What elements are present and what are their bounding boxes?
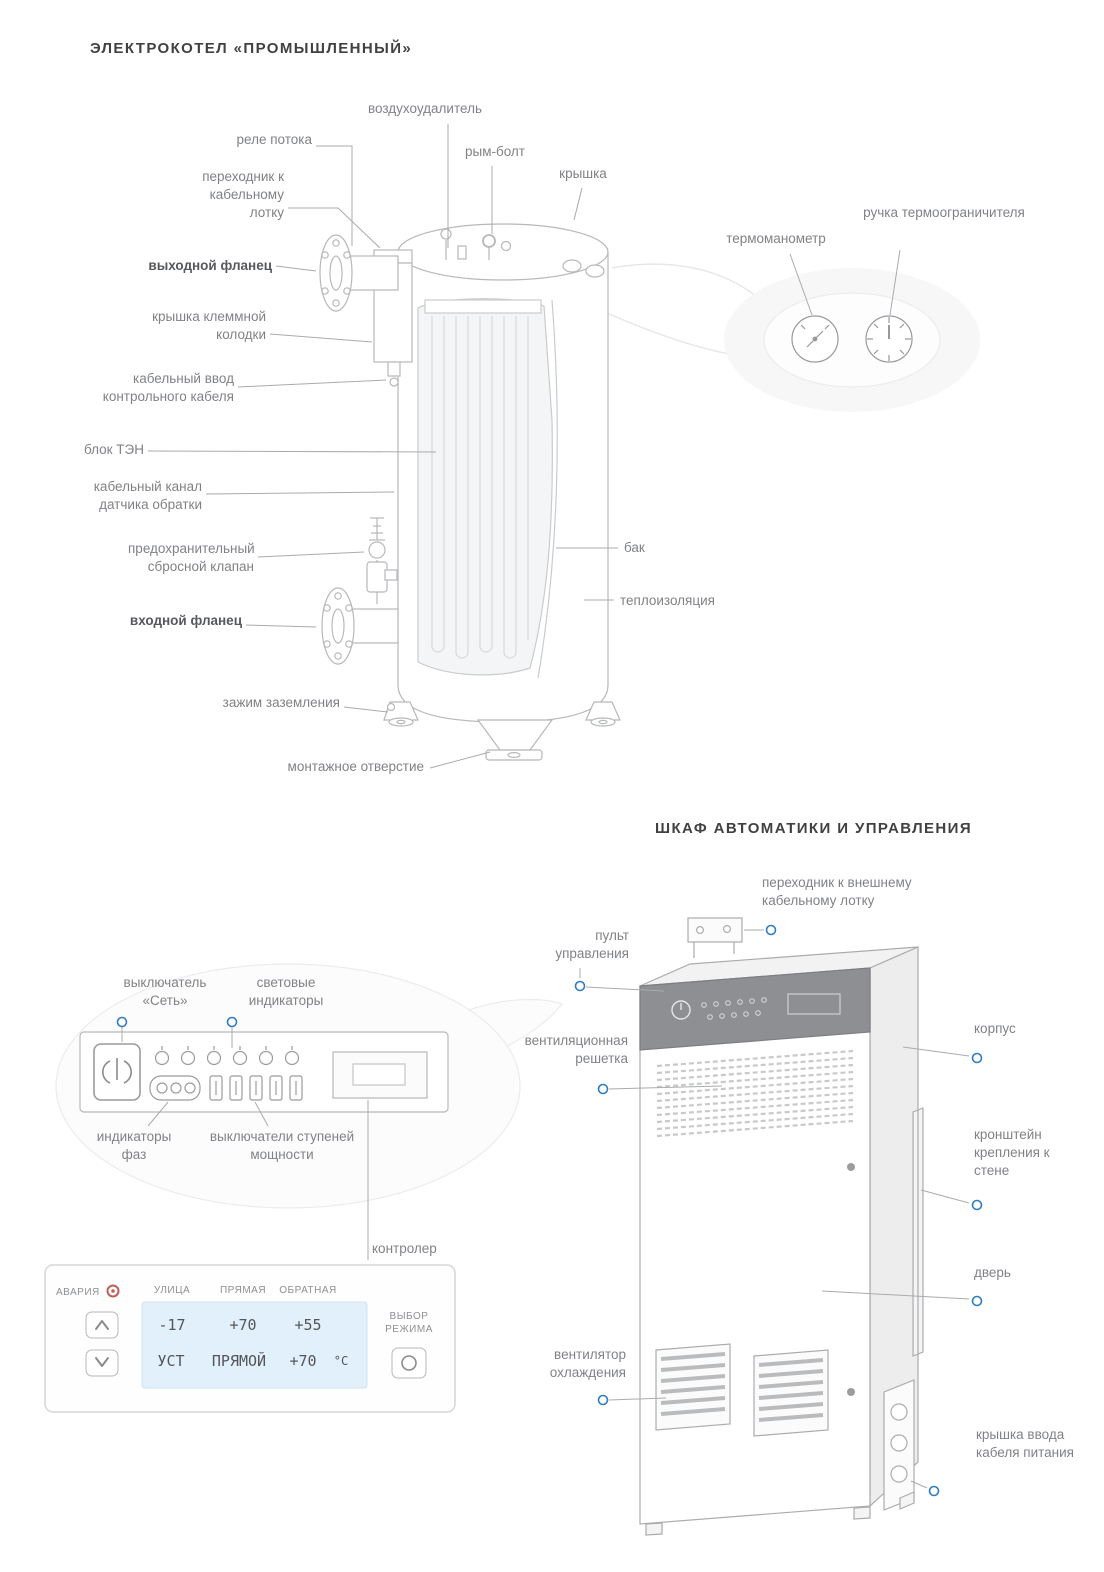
alarm-label: АВАРИЯ (56, 1287, 100, 1298)
mains-switch-icon (93, 1043, 141, 1101)
connector-dots (574, 924, 983, 1497)
label-air-vent: воздухоудалитель (368, 101, 482, 116)
thermomanometer-gauge-icon (791, 315, 839, 363)
panel-callout (55, 963, 563, 1260)
label-inlet-flange: входной фланец (129, 613, 242, 628)
mode-button-icon (401, 1355, 417, 1371)
controller-panel-drawing (44, 1264, 456, 1413)
label-limiter-handle: ручка термоограничителя (863, 205, 1025, 220)
mode-button-label: ВЫБОР РЕЖИМА (385, 1311, 433, 1335)
label-tank: бак (624, 540, 645, 555)
label-external-tray-adapter: переходник к внешнему кабельному лотку (762, 875, 912, 908)
safety-valve-icon (366, 517, 398, 604)
label-return-sensor-channel: кабельный канал датчика обратки (93, 479, 202, 512)
label-flow-relay: реле потока (236, 132, 312, 147)
ground-clamp-icon (386, 702, 396, 712)
door-lock-dot-2 (847, 1388, 855, 1396)
label-step-switches: выключатели ступеней мощности (209, 1129, 355, 1162)
label-insulation: теплоизоляция (620, 593, 715, 608)
label-wall-bracket: кронштейн крепления к стене (974, 1127, 1050, 1178)
fan-vent-left (655, 1343, 731, 1431)
label-thermomanometer: термоманометр (726, 231, 826, 246)
chevron-down-icon (95, 1357, 109, 1367)
panel-callout-lines (121, 1027, 369, 1260)
label-controller: контролер (372, 1241, 437, 1256)
label-safety-valve: предохранительный сбросной клапан (128, 541, 255, 574)
label-lid: крышка (559, 166, 607, 181)
cabinet-feet (645, 1491, 915, 1536)
mode-select-button (391, 1347, 427, 1379)
display-direct-value: +70 (229, 1316, 257, 1334)
controller-display (141, 1301, 368, 1389)
light-indicators-icons (154, 1046, 300, 1066)
boiler-section-title: ЭЛЕКТРОКОТЕЛ «ПРОМЫШЛЕННЫЙ» (90, 40, 413, 57)
label-eye-bolt: рым-болт (465, 144, 525, 159)
cabinet-section-title: ШКАФ АВТОМАТИКИ И УПРАВЛЕНИЯ (655, 820, 973, 837)
label-cable-tray-adapter: переходник к кабельному лотку (202, 169, 284, 220)
cable-entry-cover-shape (883, 1379, 915, 1511)
label-control-panel: пульт управления (555, 928, 629, 961)
gauge-callout-bubble (599, 263, 980, 412)
label-cable-entry-cover: крышка ввода кабеля питания (976, 1427, 1074, 1460)
ventilation-grille-shape (656, 1049, 854, 1138)
display-temp-value: +70 (289, 1352, 317, 1370)
panel-display-icon (332, 1051, 428, 1099)
display-street-value: -17 (158, 1316, 186, 1334)
label-vent-grille: вентиляционная решетка (524, 1033, 628, 1066)
label-cooling-fan: вентилятор охлаждения (549, 1347, 626, 1380)
eye-bolt-icon (482, 234, 512, 260)
column-direct: ПРЯМАЯ (219, 1285, 267, 1296)
boiler-drawing (147, 124, 980, 769)
label-phase-indicators: индикаторы фаз (96, 1129, 172, 1162)
column-return: ОБРАТНАЯ (279, 1285, 337, 1296)
heater-tubes (431, 316, 529, 659)
tank-body (319, 223, 621, 761)
label-mains-switch: выключатель «Сеть» (123, 975, 207, 1008)
display-set-label: УСТ (157, 1352, 185, 1370)
down-button (85, 1349, 119, 1377)
up-button (85, 1311, 119, 1339)
boiler-leader-lines (147, 124, 901, 769)
panel-connector-dots (116, 1016, 238, 1028)
label-light-indicators: световые индикаторы (248, 975, 324, 1008)
cabinet-leader-lines (579, 929, 970, 1489)
label-heater-block: блок ТЭН (83, 442, 144, 457)
control-strip (639, 967, 871, 1051)
display-mode-value: ПРЯМОЙ (211, 1352, 267, 1370)
display-return-value: +55 (294, 1316, 322, 1334)
label-mounting-hole: монтажное отверстие (287, 759, 424, 774)
limiter-handle-icon (865, 315, 913, 363)
label-terminal-block-cover: крышка клеммной колодки (152, 309, 266, 342)
label-outlet-flange: выходной фланец (148, 258, 272, 273)
fan-vent-right (753, 1349, 829, 1437)
cabinet-drawing (574, 917, 983, 1536)
label-control-cable-entry: кабельный ввод контрольного кабеля (102, 371, 234, 404)
step-switches-icons (209, 1075, 303, 1101)
label-cabinet-body: корпус (974, 1021, 1016, 1036)
alarm-indicator-icon (106, 1284, 120, 1298)
external-adapter-shape (687, 917, 743, 958)
display-unit: °С (333, 1354, 349, 1368)
door-lock-dot (847, 1163, 855, 1171)
phase-indicators-icon (149, 1075, 201, 1101)
label-ground-clamp: зажим заземления (222, 695, 340, 710)
wall-bracket-shape (912, 1107, 924, 1357)
chevron-up-icon (95, 1320, 109, 1330)
outlet-flange-shape (319, 234, 399, 312)
column-street: УЛИЦА (153, 1285, 191, 1296)
label-door: дверь (974, 1265, 1011, 1280)
inlet-flange-shape (321, 587, 399, 665)
